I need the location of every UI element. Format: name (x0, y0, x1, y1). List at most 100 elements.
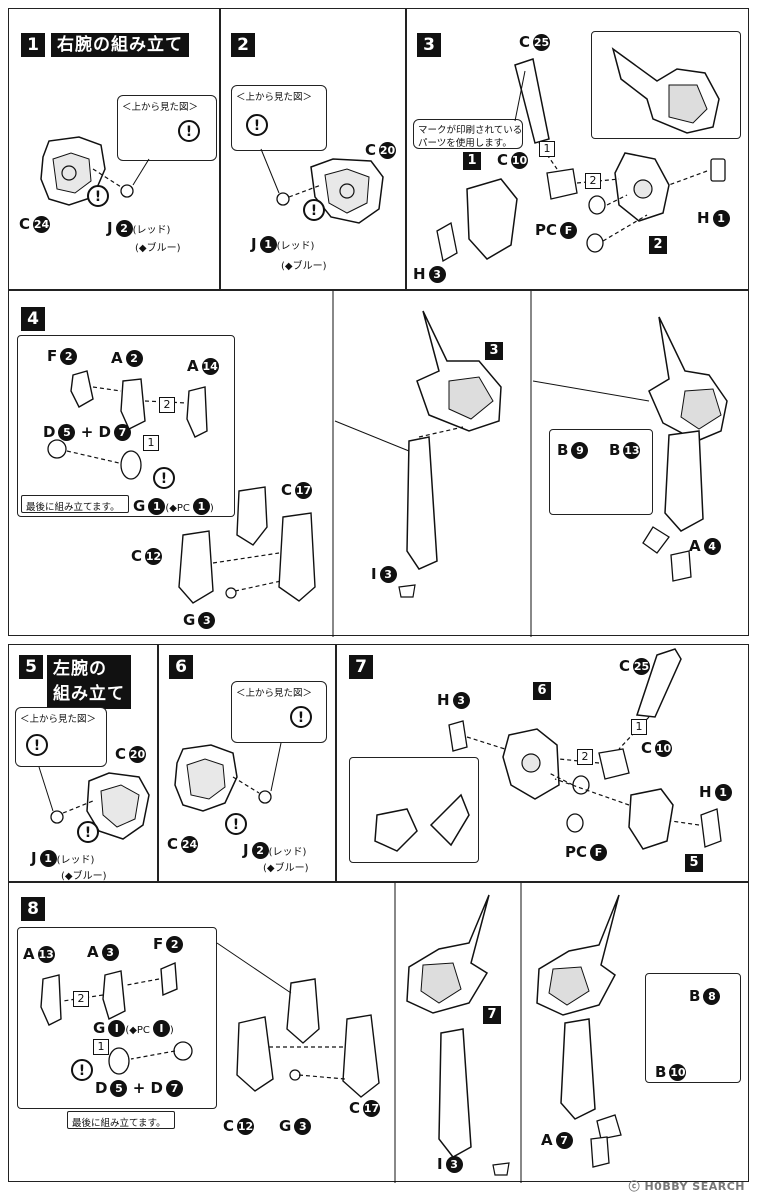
top-view-callout: ＜上から見た図＞ ! (117, 95, 217, 161)
step-2-number: 2 (231, 33, 255, 57)
top-view-callout: ＜上から見た図＞ ! (231, 681, 327, 743)
ref-step-3-badge: 3 (485, 339, 503, 360)
alt-color-blue: (◆ブルー) (61, 871, 107, 882)
alt-color-blue: (◆ブルー) (135, 243, 181, 254)
step-4-parts-drawing (47, 291, 728, 637)
hand-detail-box (645, 973, 741, 1083)
ref-step-5-badge: 5 (685, 851, 703, 872)
top-view-label: ＜上から見た図＞ (20, 714, 97, 725)
order-step-1-tag: 1 (143, 431, 159, 451)
alt-color-blue: (◆ブルー) (263, 863, 309, 874)
marked-part-note: マークが印刷されている パーツを使用します。 (413, 119, 523, 149)
marked-part-note-line1: マークが印刷されている (418, 125, 523, 136)
step-5-parts-drawing (38, 766, 150, 840)
order-step-2-tag: 2 (73, 987, 89, 1007)
step-1-parts-drawing (40, 136, 150, 206)
warning-icon: ! (290, 706, 312, 728)
step-4-number: 4 (21, 307, 45, 331)
step-7-number: 7 (349, 655, 373, 679)
watermark: ⓒ H0BBY SEARCH (628, 1180, 745, 1193)
top-view-label: ＜上から見た図＞ (236, 92, 313, 103)
warning-icon: ! (303, 199, 325, 221)
warning-icon: ! (77, 821, 99, 843)
order-step-1-tag: 1 (93, 1035, 109, 1055)
step-1-number: 1 (21, 33, 45, 57)
order-step-2-tag: 2 (159, 393, 175, 413)
step-5-title-line2: 組み立て (53, 684, 125, 704)
warning-icon: ! (178, 120, 200, 142)
marked-part-note-line2: パーツを使用します。 (418, 138, 512, 149)
step-5-title: 左腕の 組み立て (47, 655, 131, 709)
top-view-label: ＜上から見た図＞ (122, 102, 199, 113)
warning-icon: ! (87, 185, 109, 207)
assemble-last-text: 最後に組み立てます。 (26, 502, 120, 513)
warning-icon: ! (225, 813, 247, 835)
step-5-title-line1: 左腕の (53, 659, 107, 679)
step-7-parts-drawing (374, 648, 722, 852)
step-8-parts-drawing (40, 883, 622, 1183)
assemble-last-note: 最後に組み立てます。 (67, 1111, 175, 1129)
step-6-number: 6 (169, 655, 193, 679)
step-3-parts-drawing (436, 47, 726, 263)
warning-icon: ! (153, 467, 175, 489)
top-view-callout: ＜上から見た図＞ ! (231, 85, 327, 151)
step-2-parts-drawing (260, 148, 384, 224)
alt-color-blue: (◆ブルー) (281, 261, 327, 272)
step-8-number: 8 (21, 897, 45, 921)
assemble-last-text: 最後に組み立てます。 (72, 1118, 166, 1129)
top-view-callout: ＜上から見た図＞ ! (15, 707, 107, 767)
order-step-1-tag: 1 (539, 137, 555, 157)
ref-step-7-badge: 7 (483, 1003, 501, 1024)
warning-icon: ! (246, 114, 268, 136)
step-6-parts-drawing (174, 742, 282, 812)
step-3-number: 3 (417, 33, 441, 57)
warning-icon: ! (71, 1059, 93, 1081)
top-view-label: ＜上から見た図＞ (236, 688, 313, 699)
ref-step-2-badge: 2 (649, 233, 667, 254)
step-1-title: 右腕の組み立て (51, 33, 189, 57)
